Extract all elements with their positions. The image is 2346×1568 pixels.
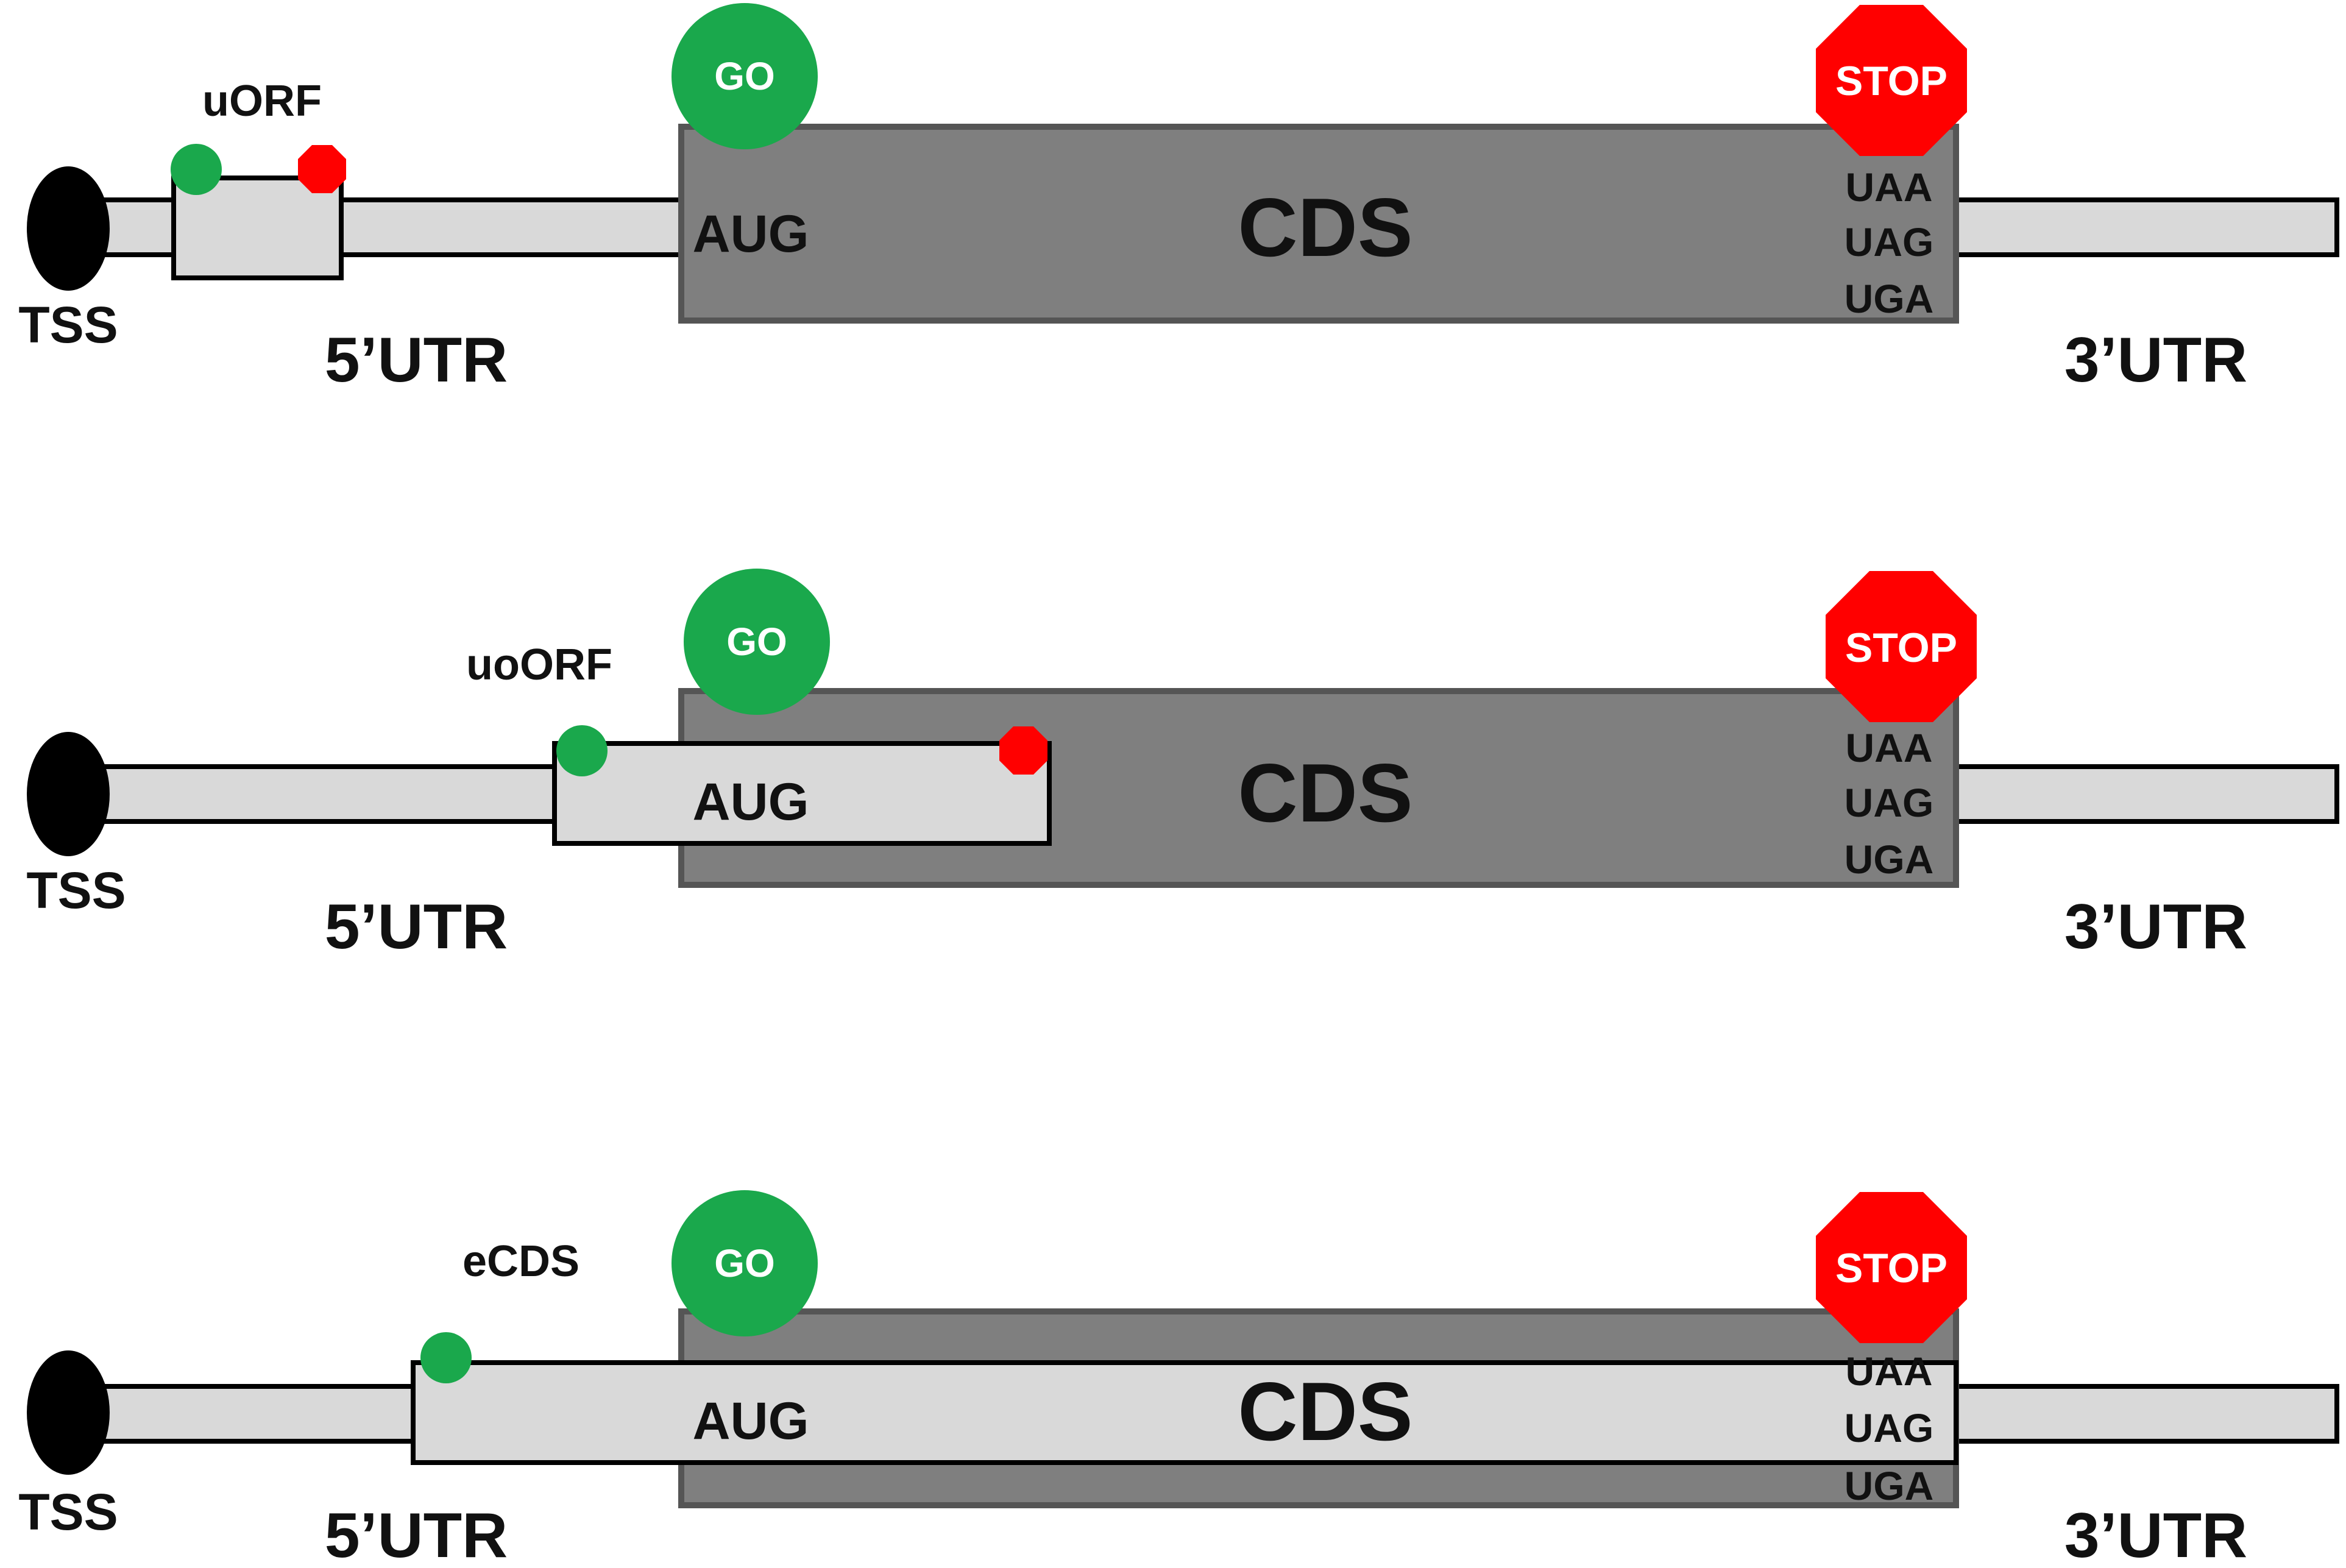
mrna-3utr-line — [1947, 764, 2339, 824]
go-sign-label: GO — [714, 54, 775, 98]
mrna-3utr-line — [1947, 197, 2339, 257]
utr5-label: 5’UTR — [325, 1500, 508, 1568]
stop-codon-label: UAA — [1846, 725, 1933, 770]
utr3-label: 3’UTR — [2064, 325, 2247, 396]
tss-label: TSS — [26, 862, 126, 919]
red-octagon-icon — [1826, 571, 1977, 722]
utr5-label: 5’UTR — [325, 325, 508, 396]
uoorf-box — [552, 741, 1052, 846]
stop-sign-label: STOP — [1835, 1245, 1947, 1291]
start-codon-label: AUG — [692, 1392, 809, 1450]
orf-label: eCDS — [462, 1237, 579, 1286]
utr5-label: 5’UTR — [325, 892, 508, 962]
green-circle-icon — [672, 3, 818, 149]
stop-codon-label: UGA — [1845, 837, 1934, 882]
orf-label: uoORF — [466, 640, 612, 689]
stop-sign-label: STOP — [1845, 625, 1957, 671]
red-octagon-icon — [298, 145, 346, 193]
start-codon-label: AUG — [692, 773, 809, 831]
green-circle-icon — [171, 144, 222, 195]
tss-label: TSS — [18, 1483, 118, 1541]
black-oval-icon — [27, 166, 110, 291]
green-circle-icon — [556, 725, 608, 776]
black-oval-icon — [27, 732, 110, 856]
panel-ecds: GO STOP eCDS AUG CDS UAA UAG UGA TSS 5’U… — [18, 1190, 2339, 1568]
red-octagon-icon — [999, 726, 1047, 775]
stop-codon-label: UAG — [1845, 219, 1934, 264]
green-circle-icon — [684, 569, 830, 715]
stop-codon-label: UAG — [1845, 1405, 1934, 1450]
uorf-box — [171, 176, 344, 280]
stop-codon-label: UAG — [1845, 780, 1934, 825]
red-octagon-icon — [1816, 1192, 1967, 1343]
tss-label: TSS — [18, 296, 118, 353]
stop-codon-label: UGA — [1845, 1463, 1934, 1508]
panel-uoorf: GO STOP uoORF AUG CDS UAA UAG UGA TSS 5’… — [26, 569, 2339, 962]
ecds-box — [411, 1360, 1958, 1465]
stop-codon-label: UGA — [1845, 276, 1934, 321]
stop-codon-label: UAA — [1846, 165, 1933, 210]
cds-label: CDS — [1238, 181, 1412, 274]
stop-sign-label: STOP — [1835, 58, 1947, 104]
green-circle-icon — [420, 1332, 472, 1383]
mrna-3utr-line — [1947, 1384, 2339, 1444]
orf-label: uORF — [202, 77, 322, 126]
panel-uorf: GO STOP uORF AUG CDS UAA UAG UGA TSS 5’U… — [18, 3, 2339, 396]
go-sign-label: GO — [726, 620, 787, 664]
start-codon-label: AUG — [692, 205, 809, 263]
utr3-label: 3’UTR — [2064, 1500, 2247, 1568]
red-octagon-icon — [1816, 5, 1967, 156]
cds-label: CDS — [1238, 1365, 1412, 1458]
utr3-label: 3’UTR — [2064, 892, 2247, 962]
black-oval-icon — [27, 1350, 110, 1475]
cds-box — [678, 124, 1959, 324]
go-sign-label: GO — [714, 1241, 775, 1285]
stop-codon-label: UAA — [1846, 1349, 1933, 1394]
green-circle-icon — [672, 1190, 818, 1336]
cds-label: CDS — [1238, 747, 1412, 839]
